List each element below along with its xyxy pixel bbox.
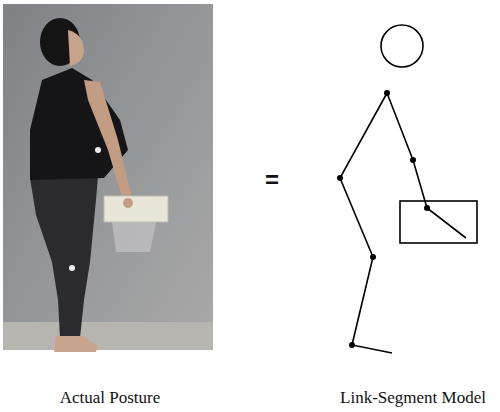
joint-dot — [410, 157, 416, 163]
caption-label: Actual Posture — [60, 388, 161, 408]
person-face — [68, 30, 84, 66]
person-hand — [123, 198, 133, 208]
person-feet — [54, 336, 98, 352]
photo-floor — [3, 322, 213, 350]
joint-dot — [349, 342, 355, 348]
joint-dot — [424, 205, 430, 211]
model-head — [381, 25, 423, 67]
model-box — [400, 201, 477, 243]
photo-background — [3, 4, 213, 350]
joint-dot — [370, 254, 376, 260]
joint-dot — [337, 175, 343, 181]
equals-sign: = — [265, 166, 279, 194]
person-arm — [84, 80, 132, 204]
model-arm — [387, 93, 466, 238]
posture-photo — [3, 4, 213, 352]
link-segment-model — [337, 25, 477, 353]
hip-marker — [95, 147, 101, 153]
caption-label: Link-Segment Model — [340, 388, 486, 408]
person-legs — [30, 176, 98, 338]
knee-marker — [69, 265, 75, 271]
joint-dot — [384, 90, 390, 96]
lifted-box-shadow — [112, 222, 156, 252]
lifted-box — [104, 196, 168, 222]
model-trunk-leg — [340, 93, 392, 353]
